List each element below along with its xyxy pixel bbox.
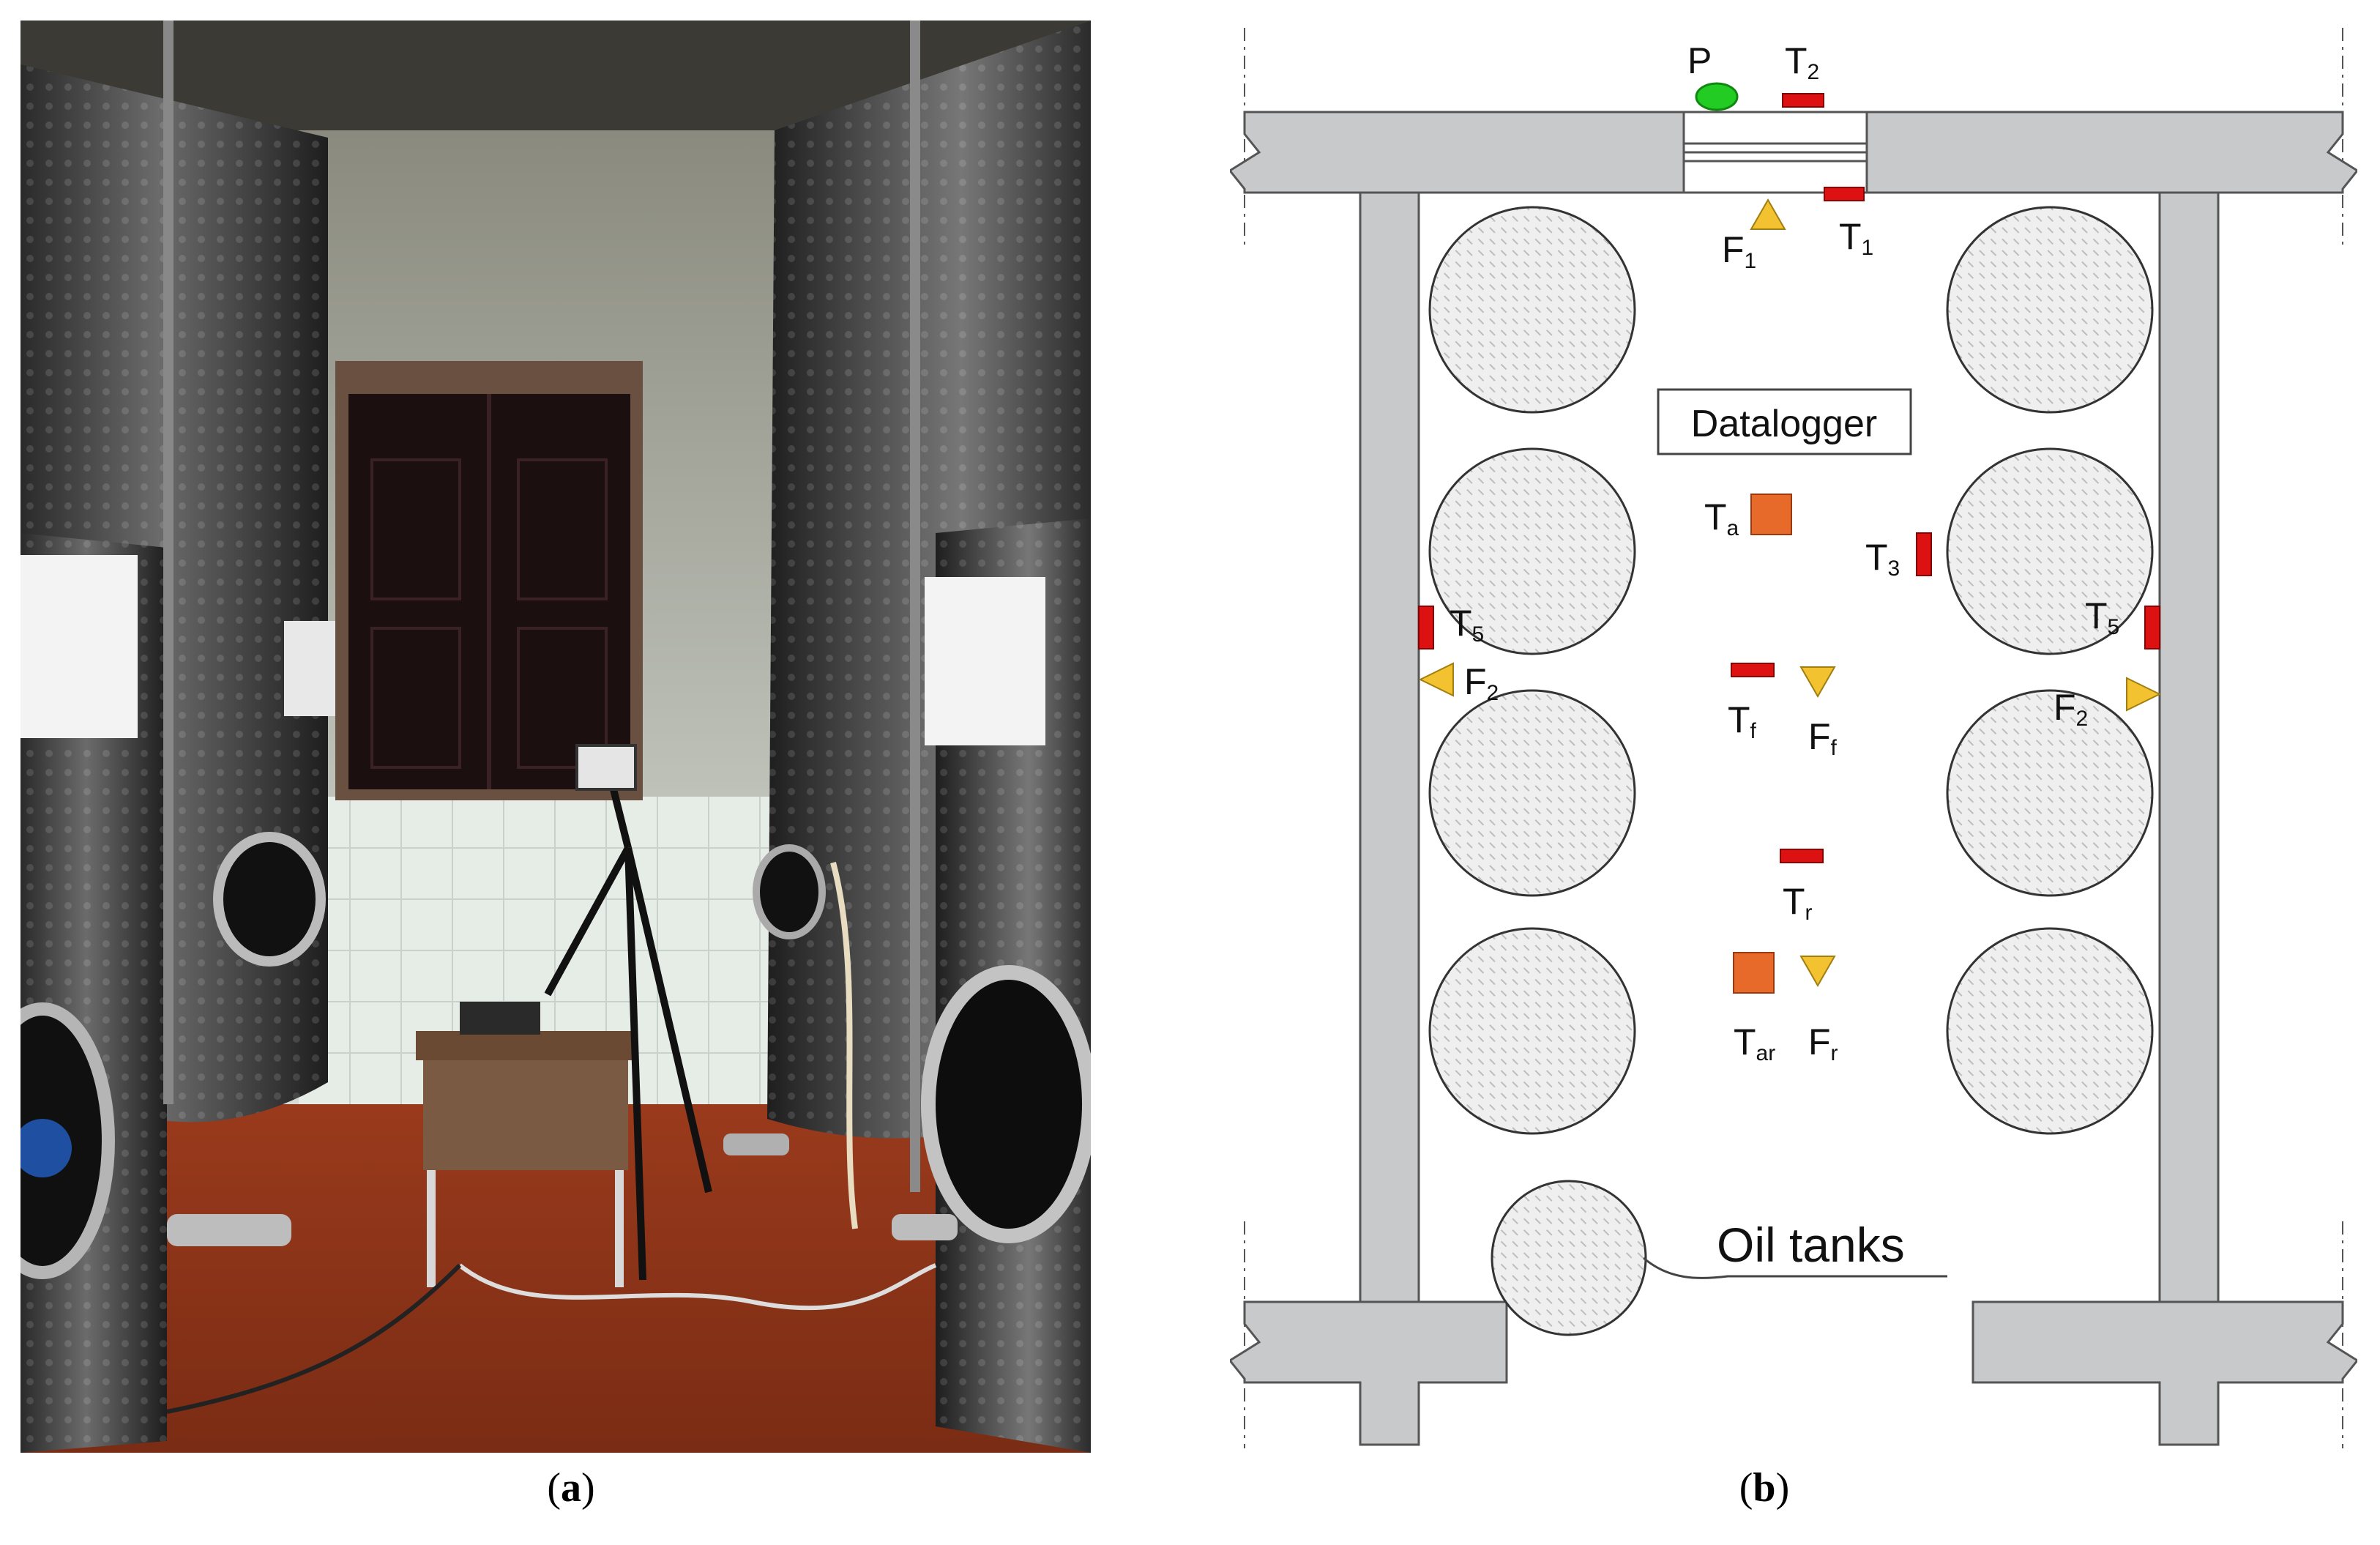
- flow-sensor-F2-right: [2126, 677, 2162, 712]
- label-F2-left: F2: [1464, 661, 1499, 705]
- label-Ta: Ta: [1704, 496, 1739, 540]
- cellar-photo-svg: [0, 21, 1097, 1453]
- label-P: P: [1687, 40, 1712, 81]
- flow-sensor-F2-left: [1418, 662, 1454, 697]
- door-opening: [1682, 111, 1868, 194]
- left-valve: [167, 1214, 291, 1246]
- temp-sensor-T2: [1782, 93, 1824, 108]
- tank-group: [1428, 206, 2154, 1336]
- flow-sensor-F1: [1750, 198, 1786, 230]
- right-wall: [2158, 191, 2220, 1446]
- right-pipe: [910, 21, 920, 1192]
- tank: [1946, 447, 2154, 655]
- temp-sensor-T5-left: [1418, 606, 1434, 649]
- left-hatch: [213, 832, 326, 967]
- label-Tf: Tf: [1728, 699, 1757, 743]
- floor-plan-svg: Datalogger Oil tanks P T2 T1 F1 Ta T3 T5…: [1228, 28, 2360, 1448]
- caption-b: (b): [1739, 1465, 1790, 1511]
- floor: [20, 1104, 1091, 1453]
- bottom-right-wall: [1971, 1300, 2360, 1446]
- tank: [1428, 206, 1636, 414]
- cables: [458, 1263, 937, 1311]
- walls: [1228, 111, 2360, 1446]
- blue-valve-wheel: [13, 1119, 72, 1177]
- air-sensor-Ta: [1750, 494, 1792, 535]
- temp-sensor-Tf: [1731, 663, 1775, 677]
- front-right-hatch: [921, 965, 1097, 1243]
- tripod-leg: [544, 846, 632, 997]
- bottom-left-wall: [1228, 1300, 1508, 1446]
- paper-tag-left: [284, 621, 335, 716]
- datalogger-label: Datalogger: [1691, 403, 1877, 445]
- temp-sensor-T1: [1824, 187, 1865, 201]
- paper-sheet-left: [20, 555, 138, 738]
- flow-sensor-Fr: [1799, 956, 1836, 988]
- label-F1: F1: [1722, 229, 1756, 273]
- tank: [1428, 689, 1636, 897]
- datalogger-box: [1657, 388, 1912, 455]
- tank: [1946, 689, 2154, 897]
- logger-device: [460, 1002, 540, 1035]
- label-Tar: Tar: [1734, 1021, 1775, 1065]
- tank: [1946, 206, 2154, 414]
- air-sensor-Tar: [1733, 952, 1775, 994]
- right-valve: [892, 1214, 958, 1240]
- label-T5-right: T5: [2085, 595, 2119, 639]
- label-T2: T2: [1785, 40, 1819, 84]
- label-Ff: Ff: [1808, 716, 1838, 760]
- table-body: [423, 1060, 628, 1170]
- label-Fr: Fr: [1808, 1021, 1838, 1065]
- right-hatch: [753, 844, 826, 939]
- table-top: [416, 1031, 635, 1060]
- temp-sensor-Tr: [1780, 849, 1824, 863]
- floor-plan: Datalogger Oil tanks P T2 T1 F1 Ta T3 T5…: [1228, 21, 2360, 1453]
- axis-lines: [1244, 28, 2343, 1448]
- cellar-photo: [0, 21, 1097, 1453]
- label-T1: T1: [1839, 216, 1873, 260]
- temp-sensor-T5-right: [2144, 606, 2160, 649]
- label-T3: T3: [1865, 537, 1900, 581]
- oil-tank: [1491, 1180, 1647, 1336]
- caption-a: (a): [547, 1465, 595, 1511]
- left-wall: [1359, 191, 1420, 1446]
- tank: [1946, 927, 2154, 1135]
- pressure-sensor-marker: [1695, 82, 1739, 111]
- label-Tr: Tr: [1783, 881, 1813, 925]
- left-pipe: [163, 21, 174, 1104]
- paper-sheet-right: [925, 577, 1045, 745]
- tank: [1428, 927, 1636, 1135]
- oil-tanks-leader: [1643, 1257, 1947, 1279]
- label-T5-left: T5: [1450, 603, 1484, 647]
- flow-sensor-Ff: [1799, 666, 1836, 699]
- tank: [1428, 447, 1636, 655]
- label-F2-right: F2: [2053, 687, 2088, 731]
- oil-tanks-label: Oil tanks: [1717, 1218, 1905, 1272]
- sensor-probe: [575, 744, 637, 791]
- temp-sensor-T3: [1916, 532, 1932, 576]
